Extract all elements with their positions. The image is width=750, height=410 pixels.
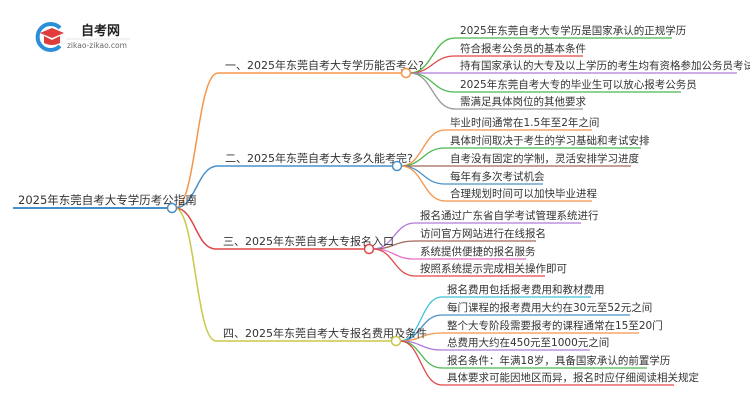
leaf-topic[interactable]: 毕业时间通常在1.5年至2年之间 [450, 116, 599, 129]
leaf-topic[interactable]: 持有国家承认的大专及以上学历的考生均有资格参加公务员考试 [460, 59, 750, 72]
leaf-topic[interactable]: 总费用大约在450元至1000元之间 [447, 336, 609, 349]
leaf-link [372, 248, 416, 277]
leaf-topic[interactable]: 整个大专阶段需要报考的课程通常在15至20门 [447, 319, 663, 332]
branch-topic-2[interactable]: 二、2025年东莞自考大专多久能考完? [225, 151, 413, 165]
leaf-topic[interactable]: 按照系统提示完成相关操作即可 [420, 262, 567, 275]
branch-link [174, 72, 219, 209]
leaf-topic[interactable]: 2025年东莞自考大专的毕业生可以放心报考公务员 [460, 78, 697, 91]
leaf-link [400, 165, 446, 202]
leaf-topic[interactable]: 具体要求可能因地区而异，报名时应仔细阅读相关规定 [447, 371, 699, 384]
leaf-link [409, 72, 456, 93]
branch-collapse-toggle[interactable] [363, 243, 375, 255]
leaf-topic[interactable]: 具体时间取决于考生的学习基础和考试安排 [450, 134, 650, 147]
leaf-topic[interactable]: 每门课程的报考费用大约在30元至52元之间 [447, 301, 652, 314]
branch-topic-1[interactable]: 一、2025年东莞自考大专学历能否考公? [225, 58, 424, 72]
logo-url: zikao-zikao.com [67, 41, 127, 50]
leaf-topic[interactable]: 2025年东莞自考大专学历是国家承认的正规学历 [460, 24, 686, 37]
branch-collapse-toggle[interactable] [391, 160, 403, 172]
logo: 自考网 zikao-zikao.com [35, 22, 130, 52]
branch-topic-4[interactable]: 四、2025年东莞自考大专报名费用及条件 [223, 326, 427, 340]
logo-title: 自考网 [81, 23, 120, 39]
leaf-topic[interactable]: 每年有多次考试机会 [450, 170, 545, 183]
branch-collapse-toggle[interactable] [390, 335, 402, 347]
leaf-topic[interactable]: 系统提供便捷的报名服务 [420, 245, 536, 258]
leaf-topic[interactable]: 访问官方网站进行在线报名 [420, 227, 546, 240]
branch-link [174, 207, 217, 342]
leaf-topic[interactable]: 需满足具体岗位的其他要求 [460, 95, 586, 108]
branch-topic-3[interactable]: 三、2025年东莞自考大专报名入口 [223, 234, 394, 248]
leaf-topic[interactable]: 报名通过广东省自学考试管理系统进行 [420, 209, 599, 222]
leaf-link [400, 165, 446, 185]
leaf-topic[interactable]: 自考没有固定的学制，灵活安排学习进度 [450, 152, 639, 165]
leaf-topic[interactable]: 报名费用包括报考费用和教材费用 [447, 283, 605, 296]
branch-link [174, 165, 219, 209]
leaf-link [409, 72, 456, 110]
root-collapse-toggle[interactable] [166, 202, 178, 214]
root-topic[interactable]: 2025年东莞自考大专学历考公指南 [18, 193, 197, 207]
leaf-topic[interactable]: 符合报考公务员的基本条件 [460, 42, 586, 55]
branch-link [174, 207, 217, 250]
branch-collapse-toggle[interactable] [400, 67, 412, 79]
logo-icon [35, 22, 64, 52]
leaf-topic[interactable]: 合理规划时间可以加快毕业进程 [450, 187, 597, 200]
leaf-topic[interactable]: 报名条件：年满18岁，具备国家承认的前置学历 [447, 354, 670, 367]
leaf-link [399, 340, 443, 386]
